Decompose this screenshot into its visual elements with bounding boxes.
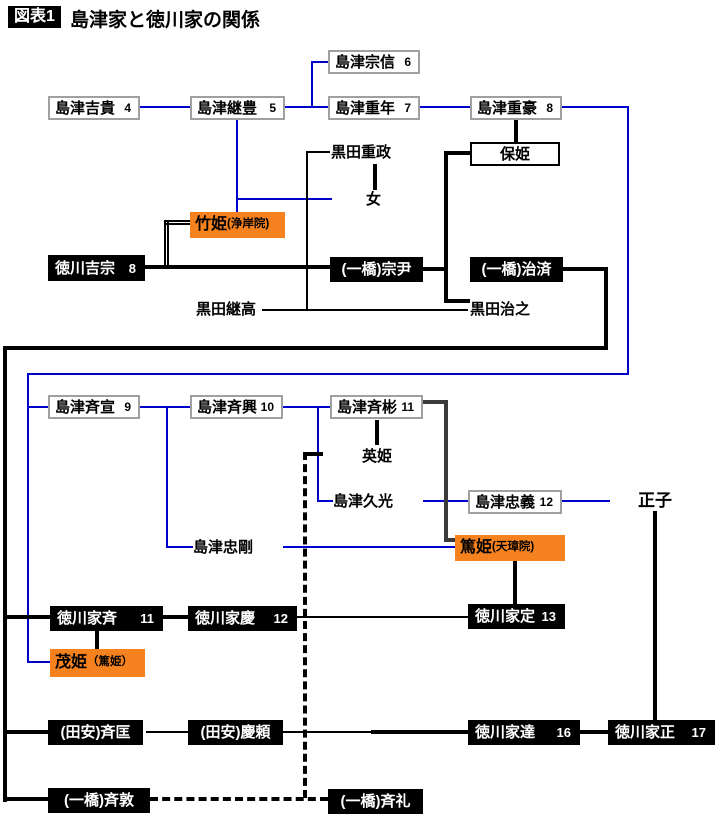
edge	[7, 730, 48, 734]
edge	[373, 164, 377, 190]
edge	[297, 616, 468, 618]
edge	[285, 106, 328, 108]
edge	[306, 151, 308, 311]
edge	[236, 198, 332, 200]
edge	[444, 400, 448, 542]
edge	[627, 106, 629, 375]
node-musume: 女	[366, 191, 382, 208]
node-hitotsubashi-harusada: (一橋)治済	[470, 257, 563, 282]
edge	[444, 151, 470, 155]
edge	[262, 309, 468, 311]
edge	[371, 730, 468, 734]
edge	[604, 267, 608, 348]
edge	[562, 500, 610, 502]
node-tayasu-yoshiyori: (田安)慶頼	[188, 720, 283, 745]
node-hitotsubashi-narinori: (一橋)斉礼	[328, 789, 423, 814]
edge	[29, 406, 48, 408]
dashed-adoption-line	[303, 452, 307, 798]
edge	[375, 420, 379, 445]
edge	[304, 452, 323, 456]
edge	[311, 61, 313, 108]
node-tayasu-narimasa: (田安)斉匡	[48, 720, 143, 745]
edge	[513, 561, 517, 605]
edge	[444, 538, 455, 542]
edge	[580, 730, 608, 734]
edge	[140, 406, 190, 408]
edge	[146, 731, 188, 733]
dashed-adoption-line	[150, 797, 328, 801]
node-yasuhime: 保姫	[470, 142, 560, 166]
edge	[3, 346, 7, 802]
node-shigehime: 茂姫（篤姫）	[50, 649, 145, 677]
edge	[653, 511, 657, 721]
edge	[563, 267, 608, 271]
node-shimazu-tadatake: 島津忠剛	[193, 539, 254, 556]
edge	[317, 500, 333, 502]
edge	[7, 797, 48, 801]
edge	[283, 731, 371, 733]
node-shimazu-hisamitsu: 島津久光	[333, 493, 394, 510]
node-takehime: 竹姫(浄岸院)	[190, 212, 285, 238]
edge	[95, 631, 99, 649]
adoption-double-line	[164, 220, 169, 267]
node-kuroda-haruyuki: 黒田治之	[470, 301, 531, 318]
edge	[311, 61, 328, 63]
node-hitotsubashi-munetada: (一橋)宗尹	[330, 257, 423, 282]
node-kuroda-tsugutaka: 黒田継高	[196, 301, 257, 318]
node-atsuhime: 篤姫(天璋院)	[455, 535, 565, 561]
edge	[283, 406, 330, 408]
edge	[423, 400, 448, 404]
edge	[7, 615, 50, 619]
edge	[514, 120, 518, 142]
edge	[283, 546, 455, 548]
page-title: 島津家と徳川家の関係	[70, 10, 261, 31]
edge	[27, 373, 629, 375]
edge	[306, 151, 330, 153]
edge	[423, 267, 446, 271]
node-kuroda-shigemasa: 黒田重政	[331, 144, 392, 161]
edge	[145, 265, 330, 269]
edge	[29, 661, 50, 663]
edge	[562, 106, 629, 108]
figure-number-tag: 図表1	[8, 6, 61, 28]
edge	[163, 615, 188, 619]
edge	[444, 299, 470, 303]
edge	[236, 120, 238, 212]
edge	[166, 408, 168, 548]
adoption-double-line	[166, 220, 190, 225]
edge	[420, 106, 470, 108]
edge	[27, 373, 29, 663]
edge	[140, 106, 190, 108]
edge	[166, 546, 193, 548]
node-hidehime: 英姫	[362, 448, 393, 465]
edge	[3, 346, 608, 350]
node-hitotsubashi-naritaka: (一橋)斉敦	[48, 788, 150, 813]
edge	[444, 151, 448, 303]
node-masako: 正子	[638, 491, 672, 510]
